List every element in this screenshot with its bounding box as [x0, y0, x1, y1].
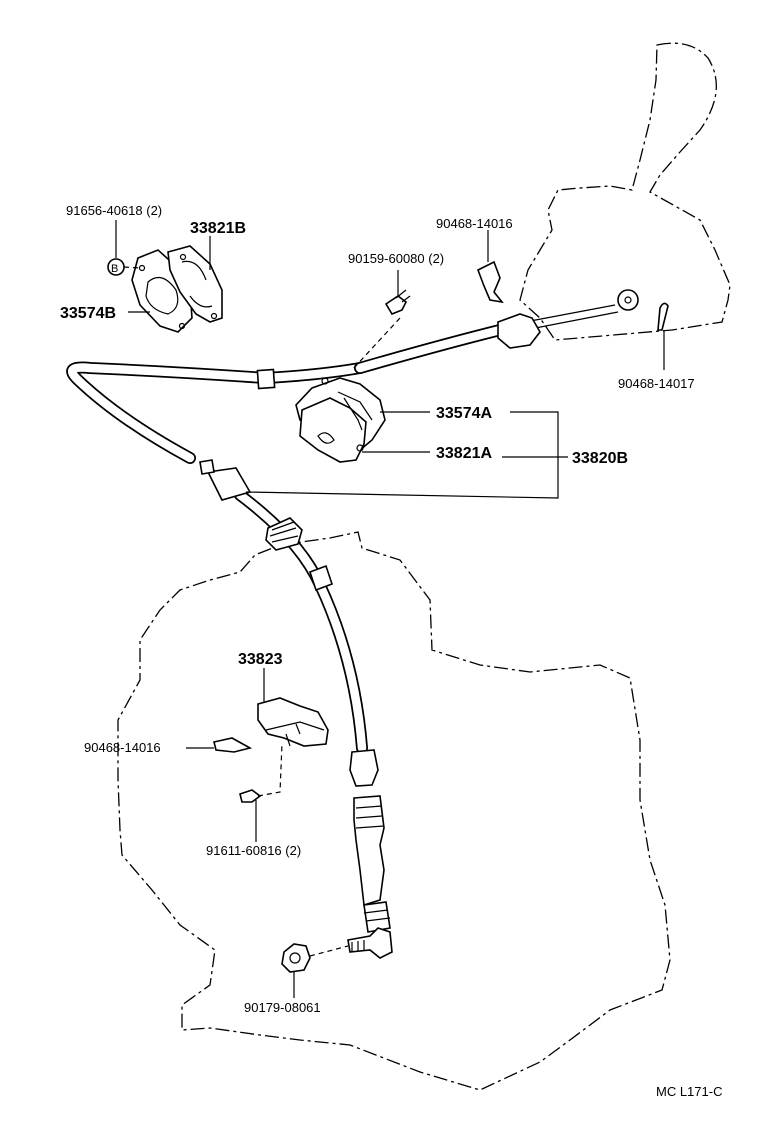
label-90468-14017: 90468-14017: [618, 376, 695, 391]
shifter-housing-outline: [519, 42, 731, 341]
label-90468-14016-top: 90468-14016: [436, 216, 513, 231]
label-33823: 33823: [238, 651, 283, 668]
cable-end-clamp: [349, 749, 379, 787]
cable-boot-lower: [363, 901, 391, 933]
diagram-code: MC L171-C: [656, 1084, 722, 1099]
label-33574A: 33574A: [436, 405, 492, 422]
cable-rod: [524, 304, 619, 331]
label-91656-40618: 91656-40618 (2): [66, 203, 162, 218]
cable-grommet: [308, 564, 334, 592]
label-33821B: 33821B: [190, 220, 246, 237]
cable-tip: [199, 459, 215, 475]
cable-clip-hole: [317, 432, 335, 444]
bracket-33823: [257, 697, 329, 747]
cable-end-fitting: [497, 313, 541, 349]
retainer-33821A: [299, 397, 367, 463]
nut-90179-08061: [281, 943, 311, 973]
label-33820B: 33820B: [572, 450, 628, 467]
ref-B-letter: B: [111, 263, 118, 275]
grommet-33574B: [145, 276, 179, 315]
label-90179-08061: 90179-08061: [244, 1000, 321, 1015]
retainer-33821B: [167, 245, 223, 323]
cable-end-eye: [617, 289, 639, 311]
label-33574B: 33574B: [60, 305, 116, 322]
transmission-outline: [117, 531, 671, 1091]
cable-boot: [353, 795, 385, 907]
cable-collar: [256, 368, 276, 390]
pin-90468-14017: [657, 302, 669, 331]
label-33821A: 33821A: [436, 445, 492, 462]
cable-threaded-coupling: [265, 517, 303, 551]
bolt-90159-60080: [384, 295, 408, 315]
clip-90468-14016-top: [476, 260, 504, 304]
clip-90468-14016-left: [213, 737, 253, 753]
bracket-line-33820B: [245, 411, 568, 499]
label-90468-14016-left: 90468-14016: [84, 740, 161, 755]
cable-ball-joint: [347, 927, 393, 959]
bolt-91611-60816: [239, 789, 262, 803]
label-91611-60816: 91611-60816 (2): [206, 843, 301, 858]
label-90159-60080: 90159-60080 (2): [348, 251, 444, 266]
